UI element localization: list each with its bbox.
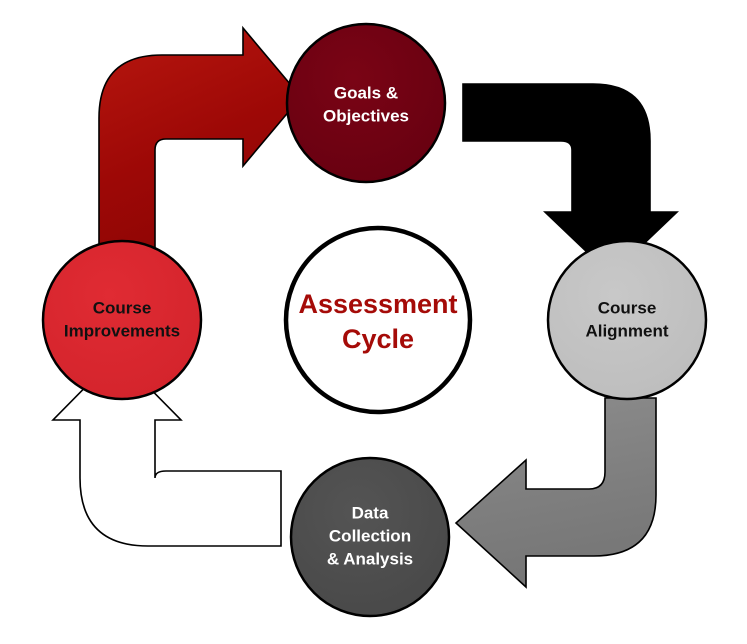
- data-collection-label-line2: Collection: [329, 526, 411, 545]
- data-collection-label-line1: Data: [352, 503, 389, 522]
- course-alignment-circle[interactable]: [546, 239, 708, 401]
- arrow-alignment-to-data: [454, 397, 657, 589]
- goals-objectives-label-line1: Goals &: [334, 83, 398, 102]
- node-data-collection-analysis[interactable]: Data Collection & Analysis: [289, 456, 451, 618]
- course-alignment-label-line2: Alignment: [585, 321, 668, 340]
- arrow-goals-to-alignment: [462, 83, 679, 277]
- goals-objectives-label-line2: Objectives: [323, 106, 409, 125]
- center-circle: [283, 225, 473, 415]
- data-collection-circle[interactable]: [289, 456, 451, 618]
- assessment-cycle-center: Assessment Cycle: [283, 225, 473, 415]
- goals-objectives-circle[interactable]: [285, 22, 447, 184]
- course-improvements-label-line2: Improvements: [64, 321, 180, 340]
- center-title-line1: Assessment: [298, 289, 457, 319]
- course-alignment-label-line1: Course: [598, 298, 657, 317]
- center-title-line2: Cycle: [342, 324, 414, 354]
- course-improvements-circle[interactable]: [41, 239, 203, 401]
- arrow-data-to-improvements: [51, 353, 282, 547]
- data-collection-label-line3: & Analysis: [327, 549, 413, 568]
- arrow-improvements-to-goals: [98, 25, 303, 286]
- node-course-alignment[interactable]: Course Alignment: [546, 239, 708, 401]
- node-course-improvements[interactable]: Course Improvements: [41, 239, 203, 401]
- node-goals-objectives[interactable]: Goals & Objectives: [285, 22, 447, 184]
- course-improvements-label-line1: Course: [93, 298, 152, 317]
